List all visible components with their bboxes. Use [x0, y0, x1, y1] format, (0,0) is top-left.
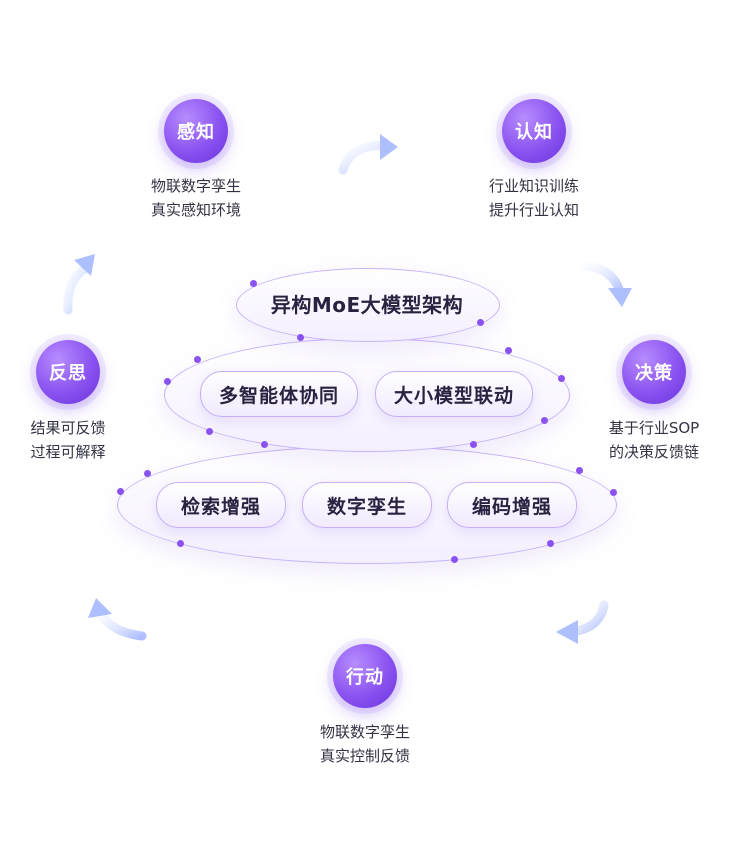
ring-dot	[117, 488, 124, 495]
desc-line: 过程可解释	[30, 443, 106, 461]
ring-dot	[541, 417, 548, 424]
ring-dot	[505, 347, 512, 354]
desc-line: 物联数字孪生	[319, 723, 410, 741]
ring-dot	[477, 319, 484, 326]
node-decide: 决策	[622, 340, 686, 404]
ring-dot	[610, 489, 617, 496]
arrow-act-to-reflect-icon	[88, 598, 147, 641]
desc-line: 提升行业认知	[488, 201, 579, 219]
node-reflect: 反思	[36, 340, 100, 404]
node-perceive-desc: 物联数字孪生 真实感知环境	[96, 174, 296, 222]
ring-dot	[470, 441, 477, 448]
ring-dot	[576, 467, 583, 474]
ring-dot	[261, 441, 268, 448]
ring-dot	[250, 280, 257, 287]
arrow-decide-to-act-icon	[556, 600, 609, 644]
desc-line: 结果可反馈	[30, 419, 106, 437]
pyramid-bottom-item: 编码增强	[447, 482, 577, 528]
arrow-reflect-to-perceive-icon	[63, 254, 95, 315]
desc-line: 真实控制反馈	[319, 747, 410, 765]
node-act: 行动	[333, 644, 397, 708]
desc-line: 的决策反馈链	[608, 443, 699, 461]
desc-line: 真实感知环境	[150, 201, 241, 219]
ring-dot	[297, 334, 304, 341]
node-cognize: 认知	[502, 99, 566, 163]
pyramid-bottom-item: 检索增强	[156, 482, 286, 528]
desc-line: 物联数字孪生	[150, 177, 241, 195]
ring-dot	[177, 540, 184, 547]
arrow-cognize-to-decide-icon	[580, 261, 632, 307]
pyramid-top-label: 异构MoE大模型架构	[270, 292, 464, 317]
node-perceive: 感知	[164, 99, 228, 163]
ring-dot	[164, 378, 171, 385]
pyramid-top-layer	[236, 268, 500, 342]
desc-line: 基于行业SOP	[608, 419, 700, 437]
ring-dot	[558, 375, 565, 382]
ring-dot	[206, 428, 213, 435]
pyramid-middle-item: 大小模型联动	[375, 371, 533, 417]
ring-dot	[547, 540, 554, 547]
arrow-perceive-to-cognize-icon	[338, 134, 398, 175]
ring-dot	[144, 470, 151, 477]
pyramid-middle-item: 多智能体协同	[200, 371, 358, 417]
desc-line: 行业知识训练	[488, 177, 579, 195]
pyramid-bottom-item: 数字孪生	[302, 482, 432, 528]
node-decide-desc: 基于行业SOP 的决策反馈链	[554, 416, 730, 464]
node-act-desc: 物联数字孪生 真实控制反馈	[265, 720, 465, 768]
node-reflect-desc: 结果可反馈 过程可解释	[0, 416, 168, 464]
ring-dot	[194, 356, 201, 363]
ring-dot	[451, 556, 458, 563]
node-cognize-desc: 行业知识训练 提升行业认知	[434, 174, 634, 222]
